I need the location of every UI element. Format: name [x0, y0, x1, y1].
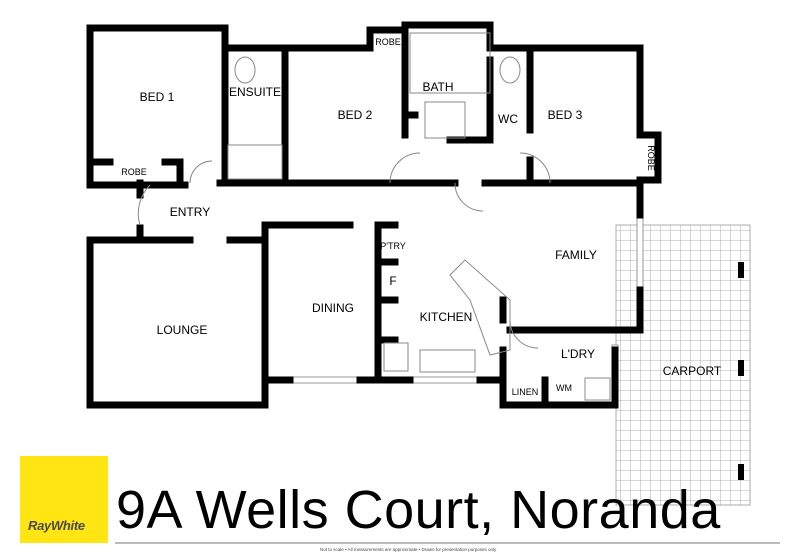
label-carport: CARPORT	[663, 364, 722, 378]
label-linen: LINEN	[512, 387, 539, 397]
label-family: FAMILY	[555, 248, 597, 262]
label-bed2: BED 2	[338, 108, 373, 122]
brand-name: RayWhite	[28, 518, 85, 533]
raywhite-logo: RayWhite	[20, 456, 108, 543]
property-address: 9A Wells Court, Noranda	[116, 480, 721, 540]
label-ensuite: ENSUITE	[229, 85, 281, 99]
label-pantry: P'TRY	[380, 241, 406, 251]
label-wm: WM	[556, 383, 572, 393]
label-robe1: ROBE	[121, 167, 147, 177]
divider	[115, 542, 780, 544]
label-robe2: ROBE	[375, 37, 401, 47]
walls	[86, 21, 662, 409]
label-laundry: L'DRY	[561, 347, 595, 361]
label-kitchen: KITCHEN	[420, 310, 473, 324]
label-bath: BATH	[422, 80, 453, 94]
label-bed3: BED 3	[548, 108, 583, 122]
label-entry: ENTRY	[170, 205, 210, 219]
room-labels: BED 1 ROBE ENSUITE BED 2 ROBE BATH WC BE…	[121, 37, 722, 397]
label-robe3: ROBE	[646, 145, 656, 171]
label-wc: WC	[498, 112, 518, 126]
label-dining: DINING	[312, 301, 354, 315]
disclaimer: Not to scale • All measurements are appr…	[320, 547, 497, 552]
label-bed1: BED 1	[140, 90, 175, 104]
label-fridge: F	[389, 274, 396, 288]
fixtures	[137, 32, 611, 401]
label-lounge: LOUNGE	[157, 323, 208, 337]
